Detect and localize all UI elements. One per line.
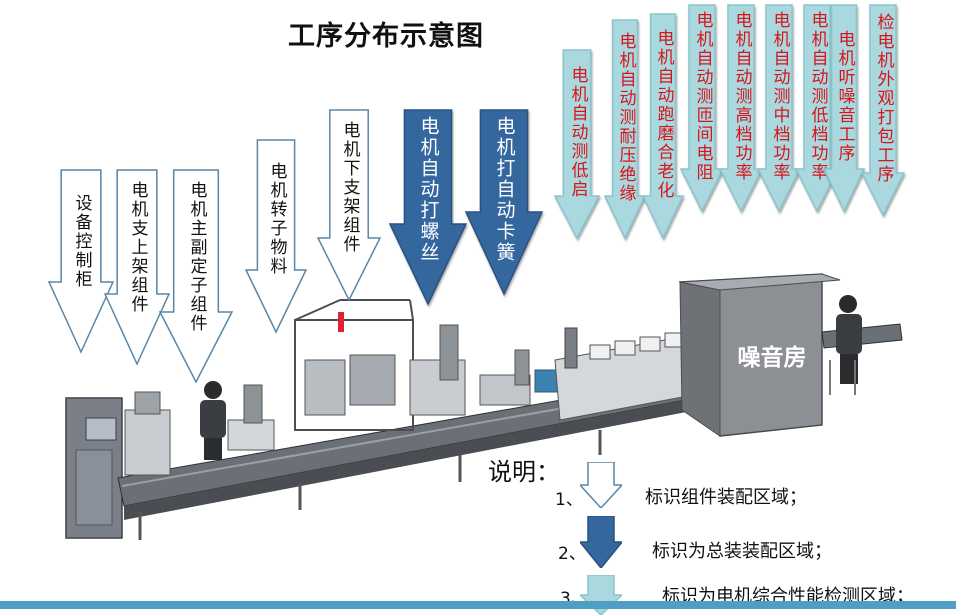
arrow-shape (718, 4, 764, 213)
arrow-shape (553, 49, 601, 240)
process-arrow-label: 电机自动测耐压绝缘 (615, 31, 636, 203)
process-arrow: 电机支上架组件 (103, 169, 171, 366)
process-arrow-label: 电机自动跑磨合老化 (653, 28, 674, 200)
process-arrow-label: 电机支上架组件 (127, 181, 148, 315)
arrow-shape (794, 4, 840, 213)
process-arrow: 电机转子物料 (244, 139, 308, 334)
process-arrow-label: 电机自动测中档功率 (769, 11, 790, 182)
process-arrow: 检电机外观打包工序 (860, 4, 906, 217)
arrow-shape (388, 109, 468, 306)
process-arrow: 电机自动跑磨合老化 (641, 13, 685, 240)
arrow-shape (244, 139, 308, 334)
arrow-shape (822, 4, 866, 213)
process-arrow-label: 电机自动测高档功率 (731, 11, 752, 182)
process-arrow: 电机自动测匝间电阻 (679, 4, 725, 213)
bottom-band (0, 601, 956, 609)
legend-text: 标识组件装配区域； (645, 487, 807, 508)
legend-number: 2、 (558, 544, 586, 564)
arrow-shape (464, 109, 544, 296)
process-arrow: 电机自动测中档功率 (756, 4, 802, 213)
arrow-shape (103, 169, 171, 366)
arrow-shape (860, 4, 906, 217)
arrow-shape (756, 4, 802, 213)
process-arrow: 电机自动测高档功率 (718, 4, 764, 213)
process-arrow-label: 设备控制柜 (71, 194, 92, 290)
process-arrow: 电机自动打螺丝 (388, 109, 468, 306)
legend-arrow-icon (580, 516, 622, 568)
process-arrow: 电机打自动卡簧 (464, 109, 544, 296)
process-arrow-label: 电机自动测匝间电阻 (692, 11, 713, 182)
process-arrow: 电机听噪音工序 (822, 4, 866, 213)
process-arrow: 电机自动测低档功率 (794, 4, 840, 213)
legend-arrow-icon (580, 462, 622, 508)
process-arrow-label: 电机主副定子组件 (186, 180, 207, 333)
process-arrow-label: 电机打自动卡簧 (493, 116, 516, 263)
process-arrow: 电机下支架组件 (316, 109, 382, 302)
process-arrow-label: 电机下支架组件 (339, 121, 360, 255)
process-arrow: 电机自动测耐压绝缘 (603, 19, 647, 240)
arrow-shape (158, 169, 234, 384)
diagram-title: 工序分布示意图 (288, 21, 484, 52)
legend-title: 说明： (488, 458, 560, 486)
noise-room-label: 噪音房 (737, 345, 807, 371)
arrow-shape (316, 109, 382, 302)
legend-text: 标识为总装装配区域； (652, 541, 832, 562)
arrow-shape (603, 19, 647, 240)
arrow-shape (47, 169, 115, 354)
process-arrow-label: 电机自动打螺丝 (417, 116, 440, 263)
process-arrow-label: 电机听噪音工序 (834, 29, 855, 163)
legend-arrow-icon (580, 575, 622, 615)
process-arrow: 电机自动测低启 (553, 49, 601, 240)
process-arrow-label: 电机转子物料 (266, 161, 287, 276)
process-arrow-label: 检电机外观打包工序 (873, 12, 894, 184)
process-arrow-label: 电机自动测低启 (567, 65, 588, 199)
legend-number: 1、 (555, 490, 583, 510)
process-arrow: 电机主副定子组件 (158, 169, 234, 384)
arrow-shape (641, 13, 685, 240)
process-arrow: 设备控制柜 (47, 169, 115, 354)
process-arrow-label: 电机自动测低档功率 (807, 11, 828, 182)
arrow-shape (679, 4, 725, 213)
